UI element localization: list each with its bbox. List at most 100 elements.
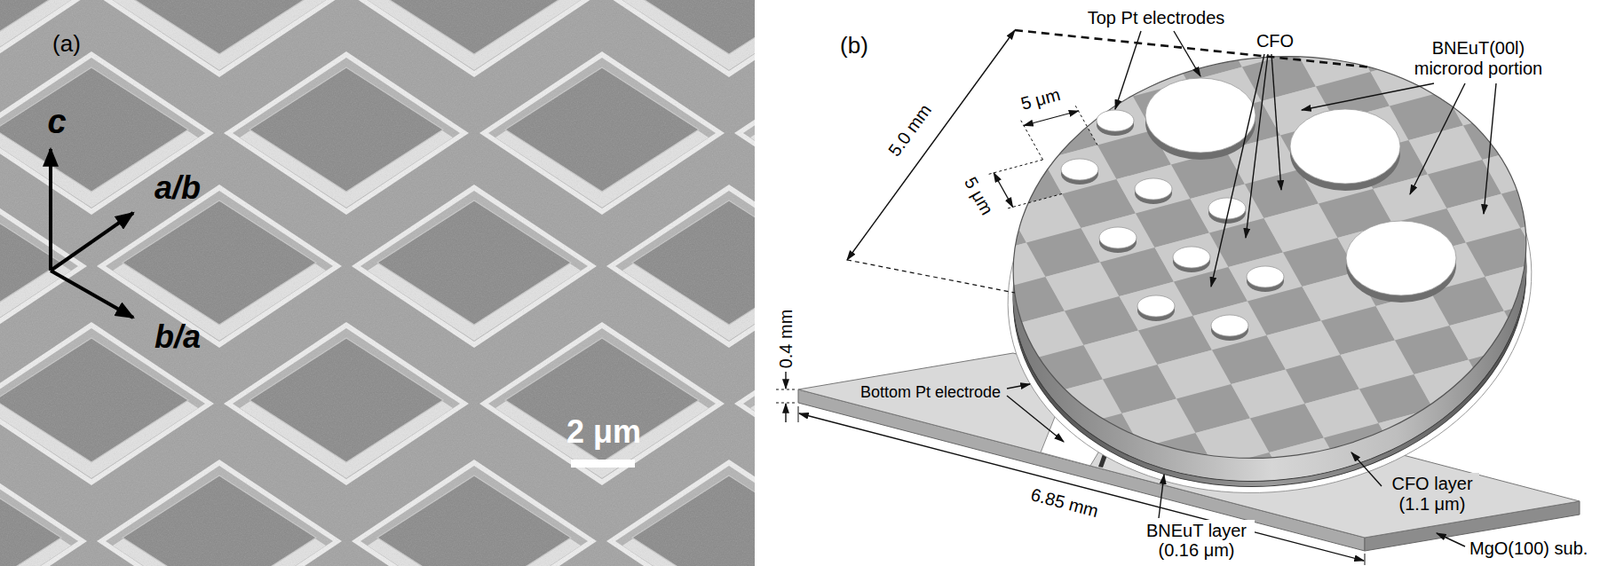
dimension-extension xyxy=(1075,105,1098,145)
electrode-top xyxy=(1346,221,1457,296)
scale-bar-label: 2 μm xyxy=(566,413,642,451)
film-top-outline xyxy=(987,23,1553,492)
cfo-layer-side xyxy=(987,29,1553,497)
cfo-square xyxy=(1534,13,1600,63)
electrode-top xyxy=(1061,158,1099,181)
dimension-arrow xyxy=(784,403,786,423)
bneut-square xyxy=(1523,331,1598,381)
dimension-label: 5.0 mm xyxy=(884,100,936,160)
part-label: Bottom Pt electrode xyxy=(857,382,1004,404)
cfo-square xyxy=(1463,110,1537,160)
cfo-square xyxy=(1460,0,1535,43)
bneut-square xyxy=(931,57,1006,107)
cfo-layer-side xyxy=(987,37,1553,505)
bneut-layer-side xyxy=(987,50,1553,518)
part-label: CFO layer (1.1 μm) xyxy=(1385,473,1480,516)
cfo-layer-side xyxy=(987,35,1553,503)
bneut-square xyxy=(1526,448,1600,498)
leader-arrow xyxy=(1409,83,1466,195)
dimension-extension xyxy=(776,389,797,391)
part-label: Top Pt electrodes xyxy=(1087,7,1226,29)
cfo-square xyxy=(1214,452,1289,502)
axis-arrow xyxy=(50,270,134,318)
cfo-layer-side xyxy=(987,39,1553,507)
cfo-layer-side xyxy=(987,47,1553,515)
bneut-square xyxy=(1086,448,1161,498)
cfo-layer-side xyxy=(987,40,1553,508)
axis-label: a/b xyxy=(154,169,201,206)
bneut-square xyxy=(1520,213,1595,263)
bneut-square xyxy=(1518,96,1593,146)
axis-arrow xyxy=(50,213,134,271)
dimension-label: 5 μm xyxy=(959,174,998,219)
cfo-layer-side xyxy=(987,41,1553,509)
bneut-square xyxy=(939,409,1014,459)
leader-arrow xyxy=(1483,83,1497,214)
top-electrodes xyxy=(1061,78,1457,341)
bneut-layer-side xyxy=(987,52,1553,520)
dimension-label: 6.85 mm xyxy=(1028,484,1101,523)
cfo-square xyxy=(985,42,1060,92)
dimension-extension xyxy=(987,159,1044,175)
cfo-layer-side xyxy=(987,46,1553,514)
cfo-square xyxy=(993,394,1068,444)
cfo-square xyxy=(1468,345,1543,395)
leader-arrow xyxy=(1211,54,1265,287)
bneut-square xyxy=(1013,428,1087,478)
dimension-extension xyxy=(1364,554,1366,566)
cfo-layer-side xyxy=(987,34,1553,502)
bneut-square xyxy=(1160,467,1235,517)
cfo-layer-side xyxy=(987,25,1553,493)
crystal-axes xyxy=(50,149,134,318)
checker-pattern xyxy=(931,0,1600,522)
electrode-top xyxy=(1096,110,1134,132)
cfo-square xyxy=(1504,296,1578,346)
dimension-arrow xyxy=(784,372,786,389)
part-label: MgO(100) sub. xyxy=(1469,538,1588,560)
cfo-square xyxy=(1351,23,1426,72)
dimension-line xyxy=(799,413,1364,562)
cfo-layer-side xyxy=(987,30,1553,498)
leader-arrow xyxy=(1115,31,1141,110)
cfo-layer-side xyxy=(987,43,1553,511)
electrode-top xyxy=(1246,266,1284,288)
part-label: BNEuT(00l) microrod portion xyxy=(1411,38,1545,80)
annotations xyxy=(776,30,1497,566)
dimension-extension xyxy=(776,403,797,404)
panel-label: (b) xyxy=(839,32,869,60)
cfo-square xyxy=(1471,462,1545,512)
cfo-layer-side xyxy=(987,27,1553,495)
dimension-extension xyxy=(847,260,1015,294)
leader-arrow xyxy=(1245,54,1268,238)
dimension-line xyxy=(1023,110,1079,127)
axis-arrow xyxy=(48,149,53,271)
panel-label: (a) xyxy=(52,31,81,58)
cfo-layer-side xyxy=(987,32,1553,500)
electrode-top xyxy=(1290,109,1401,184)
electrode-top xyxy=(1134,178,1173,200)
bneut-square xyxy=(1005,77,1079,127)
cfo-layer-side xyxy=(987,28,1553,496)
dimension-extension xyxy=(1005,194,1062,210)
bneut-layer-side xyxy=(987,51,1553,519)
cfo-square xyxy=(1501,179,1576,229)
electrode-top xyxy=(1145,78,1256,153)
part-label: CFO xyxy=(1256,31,1294,52)
bneut-square xyxy=(934,174,1008,224)
cfo-layer-side xyxy=(987,42,1553,510)
bneut-square xyxy=(1444,77,1519,127)
bneut-square xyxy=(1378,409,1453,459)
cfo-square xyxy=(1288,472,1363,522)
cfo-layer-side xyxy=(987,44,1553,512)
cfo-square xyxy=(1465,228,1540,278)
axis-label: c xyxy=(47,102,66,143)
film-top-surface xyxy=(987,23,1553,492)
device-schematic xyxy=(798,0,1600,552)
leader-arrow xyxy=(1271,54,1282,191)
bneut-square xyxy=(1488,380,1562,429)
cfo-layer-side xyxy=(987,24,1553,492)
bneut-square xyxy=(1482,145,1557,195)
cfo-square xyxy=(955,325,1030,375)
